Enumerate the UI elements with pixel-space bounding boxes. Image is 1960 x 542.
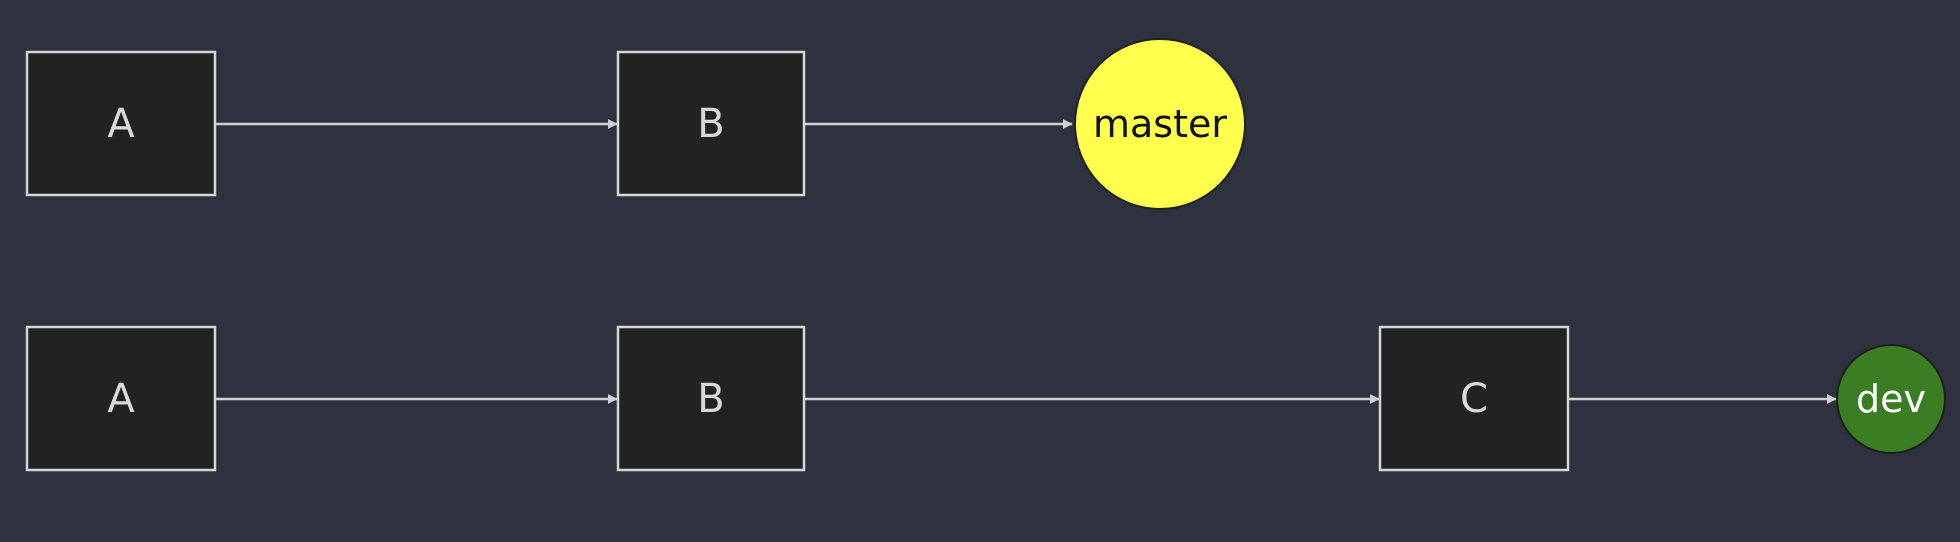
commit-node-b-dev[interactable]: B (616, 325, 806, 472)
branch-pointer-master[interactable]: master (1074, 38, 1246, 210)
commit-label: C (1460, 376, 1488, 422)
branch-pointer-circle-icon (1836, 344, 1946, 454)
commit-node-a-master[interactable]: A (25, 50, 217, 197)
commit-node-c-dev[interactable]: C (1378, 325, 1570, 472)
commit-label: A (107, 376, 135, 422)
commit-node-b-master[interactable]: B (616, 50, 806, 197)
branch-label: master (1093, 102, 1227, 146)
master-branch-row: A B master (25, 38, 1246, 210)
commit-node-a-dev[interactable]: A (25, 325, 217, 472)
branch-label: dev (1856, 377, 1926, 421)
commit-label: B (697, 101, 724, 147)
commit-label: A (107, 101, 135, 147)
branch-pointer-dev[interactable]: dev (1836, 344, 1946, 454)
dev-branch-row: A B C dev (25, 325, 1946, 472)
commit-label: B (697, 376, 724, 422)
branch-pointer-circle-icon (1074, 38, 1246, 210)
